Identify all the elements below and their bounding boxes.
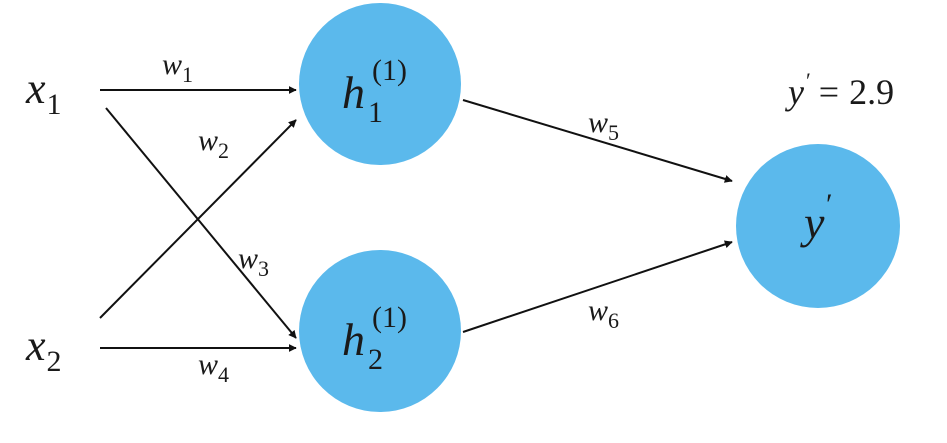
hidden-label-h1-subscript: 1: [368, 96, 383, 129]
edge-x1-h2: [105, 107, 297, 339]
edge-h2-y: [462, 240, 733, 333]
weight-label-w1: w1: [162, 48, 193, 87]
hidden-node-2: [299, 250, 461, 412]
hidden-label-h2-subscript: 2: [368, 343, 383, 376]
hidden-label-h1-superscript: (1): [372, 54, 407, 87]
input-label-x1: x1: [25, 64, 62, 121]
weight-label-w3: w3: [238, 242, 269, 281]
weight-label-w6: w6: [588, 294, 619, 333]
weight-label-w5: w5: [588, 106, 619, 145]
hidden-node-1: [299, 3, 461, 165]
hidden-label-h2: h: [342, 314, 365, 365]
hidden-label-h1: h: [342, 67, 365, 118]
result-readout: y′=2.9: [785, 68, 894, 112]
weight-label-w4: w4: [198, 348, 229, 387]
edge-h1-y: [462, 99, 733, 183]
edge-x2-h1: [99, 119, 297, 319]
output-node: [736, 144, 900, 308]
output-label: y: [800, 197, 825, 248]
weight-label-w2: w2: [198, 124, 229, 163]
input-label-x2: x2: [25, 321, 62, 378]
hidden-label-h2-superscript: (1): [372, 301, 407, 334]
output-label-prime: ′: [826, 188, 833, 221]
